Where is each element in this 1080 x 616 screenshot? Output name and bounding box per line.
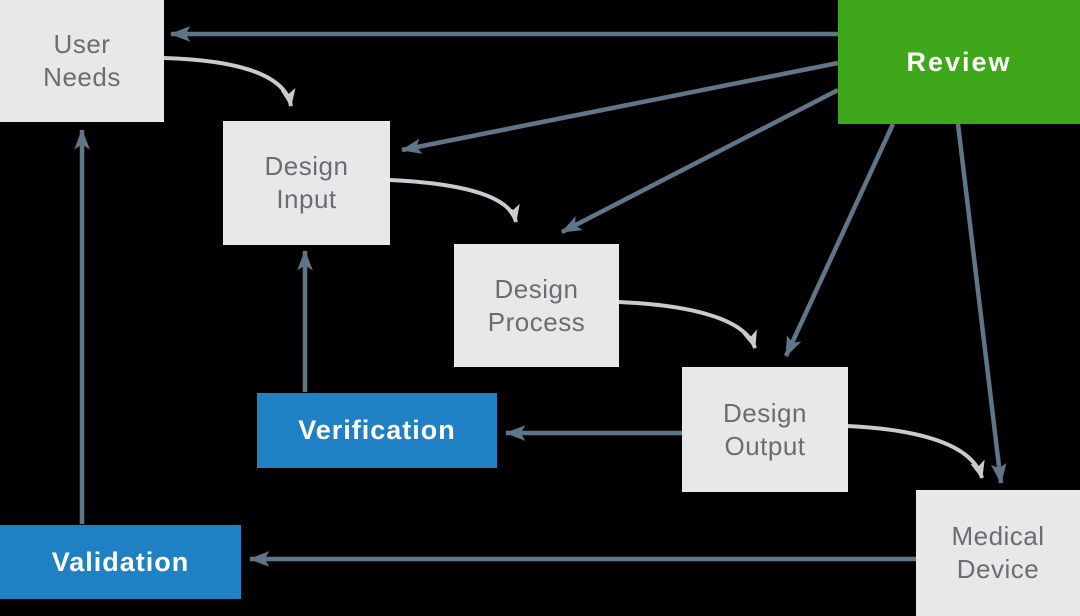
node-review-label: Review [906,46,1012,77]
edge-review-to-design-output [783,123,896,357]
node-design-process-label-line1: Design [494,273,579,304]
node-user-needs-label-line2: Needs [43,62,121,92]
node-design-output-label-line2: Output [724,430,806,461]
node-design-output-label-line1: Design [723,397,807,428]
edge-user-needs-to-design-input [163,56,296,107]
node-design-input: Design Input [223,121,390,245]
edge-design-process-to-design-output [618,300,757,349]
node-validation: Validation [0,525,241,599]
node-design-process-label-line2: Process [487,306,586,337]
edge-review-to-design-input [400,60,839,154]
edge-design-output-to-medical-device [846,424,985,479]
node-verification-label: Verification [298,415,456,445]
node-review: Review [838,0,1080,124]
node-design-input-label-line2: Input [276,184,337,214]
node-user-needs-label-line1: User [53,29,111,59]
node-design-output: Design Output [682,367,848,492]
node-design-process: Design Process [454,244,619,367]
node-verification: Verification [257,393,497,468]
node-medical-device: Medical Device [916,490,1080,616]
node-validation-label: Validation [51,546,190,577]
node-design-input-label-line1: Design [264,151,349,181]
node-medical-device-label-line2: Device [956,554,1040,584]
node-medical-device-label-line1: Medical [951,521,1045,551]
node-user-needs: User Needs [0,0,164,122]
edge-review-to-design-process [560,87,840,235]
edge-review-to-medical-device [955,123,1007,485]
edge-design-input-to-design-process [389,178,520,223]
